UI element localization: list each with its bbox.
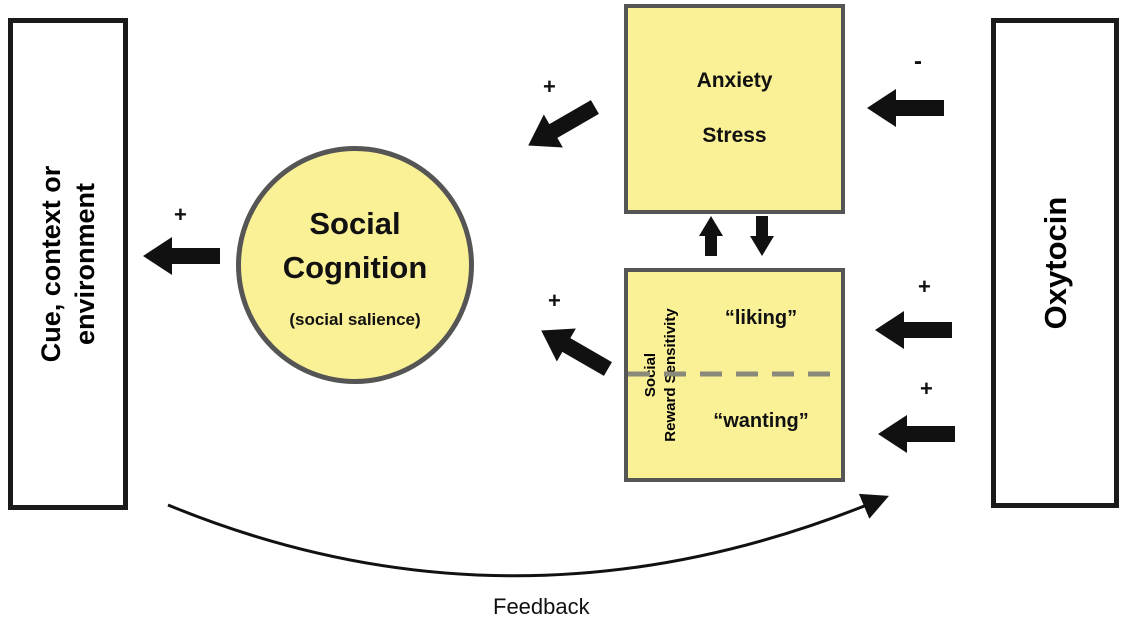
oxytocin-box: Oxytocin [991, 18, 1119, 508]
anxiety-label: Anxiety [696, 69, 773, 92]
sign-circle-to-cue: + [174, 202, 187, 227]
wanting-label: “wanting” [713, 410, 809, 432]
arrow-reward-to-anxiety [699, 216, 723, 256]
liking-label: “liking” [724, 307, 798, 329]
stress-label: Stress [702, 124, 767, 147]
sign-anxiety-to-circle: + [543, 74, 556, 99]
arrow-oxytocin-to-wanting [878, 415, 955, 453]
arrow-anxiety-to-reward [750, 216, 774, 256]
cue-context-box: Cue, context or environment [8, 18, 128, 510]
feedback-label: Feedback [493, 594, 590, 619]
sign-reward-to-circle: + [548, 288, 561, 313]
arrow-to-cue [143, 237, 220, 275]
sign-oxytocin-to-liking: + [918, 274, 931, 299]
arrow-oxytocin-to-liking [875, 311, 952, 349]
anxiety-stress-box [624, 4, 845, 214]
arrow-oxytocin-to-anxiety [867, 89, 944, 127]
sign-oxytocin-to-anxiety: - [914, 48, 922, 75]
social-cognition-title-2: Cognition [282, 250, 428, 285]
arrow-reward-to-circle [541, 328, 612, 376]
social-cognition-title-1: Social [309, 206, 401, 241]
arrow-anxiety-to-circle [528, 100, 599, 148]
feedback-curve [167, 493, 889, 578]
sign-oxytocin-to-wanting: + [920, 376, 933, 401]
social-cognition-subtitle: (social salience) [289, 310, 421, 329]
social-cognition-circle [236, 146, 474, 384]
